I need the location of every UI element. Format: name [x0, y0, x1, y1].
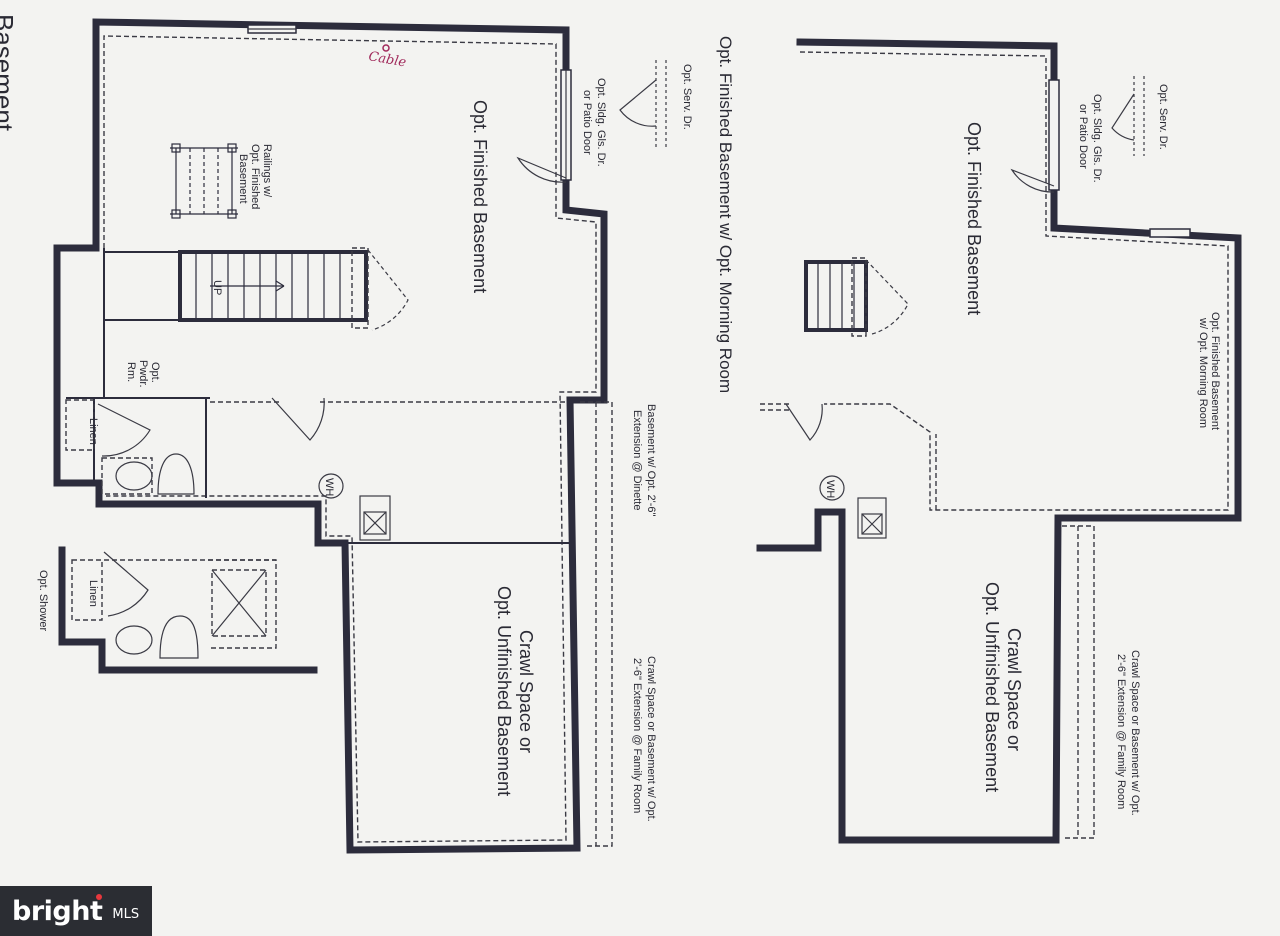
right-crawl-extension-label: Crawl Space or Basement w/ Opt. 2'-6" Ex… — [1115, 650, 1141, 816]
right-finished-basement-label: Opt. Finished Basement — [964, 122, 984, 315]
basement-extension-label: Basement w/ Opt. 2'-6" Extension @ Dinet… — [631, 404, 657, 516]
optional-shower-label: Opt. Shower — [37, 570, 49, 631]
left-crawl-extension-label: Crawl Space or Basement w/ Opt. 2'-6" Ex… — [631, 656, 657, 822]
svg-text:Basement w/ Opt. 2'-6": Basement w/ Opt. 2'-6" — [645, 404, 657, 516]
svg-text:WH: WH — [824, 480, 836, 498]
right-interior-dashed — [799, 51, 1229, 511]
right-service-door-label: Opt. Serv. Dr. — [1157, 84, 1169, 150]
watermark-dot — [96, 894, 103, 900]
svg-text:Crawl Space or Basement w/ Opt: Crawl Space or Basement w/ Opt. — [645, 656, 657, 822]
svg-text:Rm.: Rm. — [125, 362, 137, 382]
svg-text:Crawl Space or: Crawl Space or — [516, 630, 536, 753]
watermark-suffix: MLS — [112, 906, 140, 922]
watermark-word: bright — [12, 895, 103, 927]
svg-text:Railings w/: Railings w/ — [261, 144, 273, 198]
morning-room-label: Opt. Finished Basement w/ Opt. Morning R… — [1197, 312, 1221, 430]
page-title: Basement — [0, 14, 19, 132]
handwritten-cable-note: Cable — [367, 49, 407, 70]
svg-text:Opt. Sldg. Gls. Dr.: Opt. Sldg. Gls. Dr. — [595, 78, 607, 167]
svg-text:Linen: Linen — [87, 580, 99, 607]
right-plan-heading: Opt. Finished Basement w/ Opt. Morning R… — [716, 36, 735, 393]
right-water-heater-icon — [819, 475, 845, 501]
right-sliding-door-label: Opt. Sldg. Gls. Dr. or Patio Door — [1077, 94, 1103, 183]
right-crawl-space-label: Crawl Space or Opt. Unfinished Basement — [982, 582, 1024, 792]
water-heater-icon — [318, 473, 344, 499]
svg-text:Linen: Linen — [87, 418, 99, 445]
bright-mls-watermark: bright MLS — [0, 886, 152, 936]
left-finished-basement-label: Opt. Finished Basement — [470, 100, 490, 293]
left-stairs — [178, 250, 368, 322]
svg-text:or Patio Door: or Patio Door — [581, 90, 593, 155]
optional-shower-inset: Linen Opt. Shower — [37, 546, 318, 674]
svg-text:Opt.: Opt. — [149, 362, 161, 383]
svg-text:Crawl Space or: Crawl Space or — [1004, 628, 1024, 751]
svg-text:2'-6" Extension @ Family Room: 2'-6" Extension @ Family Room — [631, 658, 643, 813]
svg-text:WH: WH — [323, 478, 335, 496]
railings-label: Railings w/ Opt. Finished Basement — [237, 144, 273, 209]
right-exterior-wall — [756, 38, 1242, 844]
svg-text:Basement: Basement — [237, 154, 249, 204]
left-plan: UP Railings w/ Opt. Finished Basement Op… — [37, 18, 693, 854]
svg-text:2'-6" Extension @ Family Room: 2'-6" Extension @ Family Room — [1115, 654, 1127, 809]
svg-text:or Patio Door: or Patio Door — [1077, 104, 1089, 169]
svg-text:Pwdr.: Pwdr. — [137, 360, 149, 388]
left-sliding-door-label: Opt. Sldg. Gls. Dr. or Patio Door — [581, 78, 607, 167]
svg-text:Opt. Unfinished Basement: Opt. Unfinished Basement — [982, 582, 1002, 792]
svg-text:w/ Opt. Morning Room: w/ Opt. Morning Room — [1197, 317, 1209, 428]
right-plan: Opt. Finished Basement w/ Opt. Morning R… — [716, 36, 1242, 844]
svg-text:Opt. Unfinished Basement: Opt. Unfinished Basement — [494, 586, 514, 796]
svg-text:Opt. Finished: Opt. Finished — [249, 144, 261, 209]
svg-text:Opt. Sldg. Gls. Dr.: Opt. Sldg. Gls. Dr. — [1091, 94, 1103, 183]
svg-text:Opt. Finished Basement: Opt. Finished Basement — [1209, 312, 1221, 430]
left-service-door-label: Opt. Serv. Dr. — [681, 64, 693, 130]
left-crawl-space-label: Crawl Space or Opt. Unfinished Basement — [494, 586, 536, 796]
powder-room: Opt. Pwdr. Rm. Linen — [65, 360, 195, 495]
left-interior-dashed — [103, 35, 597, 843]
svg-text:Crawl Space or Basement w/ Opt: Crawl Space or Basement w/ Opt. — [1129, 650, 1141, 816]
right-stairs — [804, 260, 868, 332]
railings-symbol — [170, 143, 238, 219]
stair-up-label: UP — [211, 280, 223, 295]
svg-text:Extension @ Dinette: Extension @ Dinette — [631, 410, 643, 510]
